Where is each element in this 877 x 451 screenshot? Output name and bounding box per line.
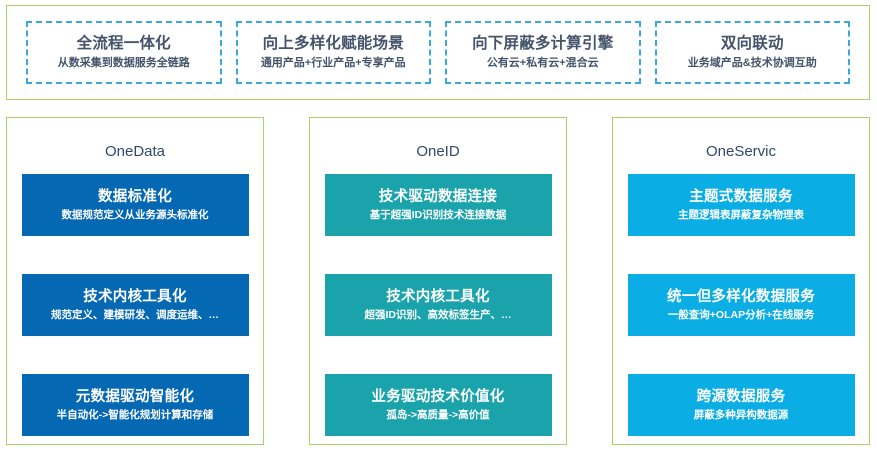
column-oneid: OneID 技术驱动数据连接 基于超强ID识别技术连接数据 技术内核工具化 超强… [309, 117, 567, 445]
feature-card-subtitle: 孤岛->高质量->高价值 [386, 409, 490, 421]
column-title: OneData [104, 142, 166, 160]
feature-card-subtitle: 半自动化->智能化规划计算和存储 [56, 409, 214, 421]
feature-card-subtitle: 屏蔽多种异构数据源 [693, 409, 789, 421]
pillar-subtitle: 通用产品+行业产品+专享产品 [260, 56, 406, 69]
card-stack: 主题式数据服务 主题逻辑表屏蔽复杂物理表 统一但多样化数据服务 一般查询+OLA… [613, 174, 869, 436]
feature-card[interactable]: 技术内核工具化 规范定义、建模研发、调度运维、… [21, 274, 249, 336]
pillar-card-0[interactable]: 全流程一体化 从数采集到数据服务全链路 [26, 21, 222, 84]
pillar-columns: OneData 数据标准化 数据规范定义从业务源头标准化 技术内核工具化 规范定… [6, 117, 870, 445]
feature-card[interactable]: 业务驱动技术价值化 孤岛->高质量->高价值 [324, 374, 552, 436]
feature-card-subtitle: 一般查询+OLAP分析+在线服务 [667, 309, 815, 321]
card-stack: 数据标准化 数据规范定义从业务源头标准化 技术内核工具化 规范定义、建模研发、调… [7, 174, 263, 436]
pillar-title: 全流程一体化 [76, 35, 171, 53]
pillar-card-3[interactable]: 双向联动 业务域产品&技术协调互助 [654, 21, 850, 84]
card-stack: 技术驱动数据连接 基于超强ID识别技术连接数据 技术内核工具化 超强ID识别、高… [310, 174, 566, 436]
column-title: OneServic [705, 142, 777, 160]
top-banner: 全流程一体化 从数采集到数据服务全链路 向上多样化赋能场景 通用产品+行业产品+… [6, 5, 870, 100]
feature-card-subtitle: 超强ID识别、高效标签生产、… [364, 309, 512, 321]
column-oneservice: OneServic 主题式数据服务 主题逻辑表屏蔽复杂物理表 统一但多样化数据服… [612, 117, 870, 445]
pillar-title: 向下屏蔽多计算引擎 [472, 35, 614, 53]
feature-card-subtitle: 主题逻辑表屏蔽复杂物理表 [678, 209, 804, 221]
feature-card[interactable]: 技术驱动数据连接 基于超强ID识别技术连接数据 [324, 174, 552, 236]
feature-card-subtitle: 规范定义、建模研发、调度运维、… [51, 309, 219, 321]
pillar-card-2[interactable]: 向下屏蔽多计算引擎 公有云+私有云+混合云 [445, 21, 641, 84]
pillar-title: 向上多样化赋能场景 [262, 35, 404, 53]
pillar-subtitle: 公有云+私有云+混合云 [486, 56, 599, 69]
feature-card[interactable]: 跨源数据服务 屏蔽多种异构数据源 [627, 374, 855, 436]
feature-card[interactable]: 元数据驱动智能化 半自动化->智能化规划计算和存储 [21, 374, 249, 436]
feature-card-title: 技术内核工具化 [386, 288, 490, 305]
feature-card-title: 技术驱动数据连接 [378, 188, 498, 205]
feature-card-subtitle: 基于超强ID识别技术连接数据 [369, 209, 507, 221]
feature-card-title: 数据标准化 [98, 188, 172, 205]
column-title: OneID [416, 142, 460, 160]
feature-card[interactable]: 技术内核工具化 超强ID识别、高效标签生产、… [324, 274, 552, 336]
feature-card-title: 业务驱动技术价值化 [371, 388, 505, 405]
column-onedata: OneData 数据标准化 数据规范定义从业务源头标准化 技术内核工具化 规范定… [6, 117, 264, 445]
feature-card-subtitle: 数据规范定义从业务源头标准化 [61, 209, 209, 221]
pillar-card-1[interactable]: 向上多样化赋能场景 通用产品+行业产品+专享产品 [235, 21, 431, 84]
feature-card[interactable]: 主题式数据服务 主题逻辑表屏蔽复杂物理表 [627, 174, 855, 236]
pillar-subtitle: 业务域产品&技术协调互助 [687, 56, 817, 69]
feature-card-title: 跨源数据服务 [696, 388, 786, 405]
pillar-subtitle: 从数采集到数据服务全链路 [57, 56, 190, 69]
feature-card-title: 主题式数据服务 [689, 188, 793, 205]
feature-card-title: 元数据驱动智能化 [75, 388, 195, 405]
feature-card-title: 技术内核工具化 [83, 288, 187, 305]
feature-card[interactable]: 数据标准化 数据规范定义从业务源头标准化 [21, 174, 249, 236]
feature-card[interactable]: 统一但多样化数据服务 一般查询+OLAP分析+在线服务 [627, 274, 855, 336]
pillar-title: 双向联动 [720, 35, 784, 53]
feature-card-title: 统一但多样化数据服务 [667, 288, 815, 305]
